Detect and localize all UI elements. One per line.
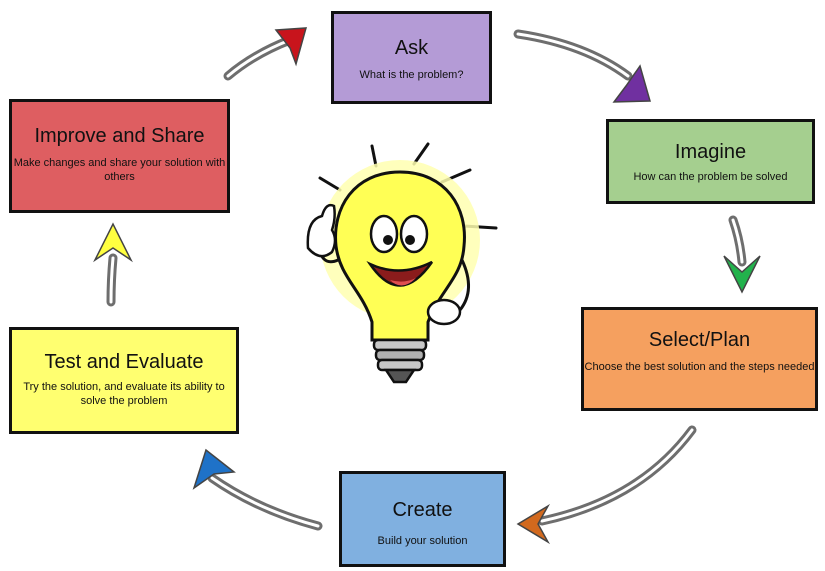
lightbulb-mascot-icon <box>306 142 498 384</box>
step-improve-share-description: Make changes and share your solution wit… <box>13 157 226 183</box>
arrow-head-create-to-test <box>192 448 236 490</box>
step-test-evaluate: Test and Evaluate Try the solution, and … <box>9 327 239 434</box>
arrow-shaft-highlight-imagine-to-select <box>731 218 744 264</box>
step-test-evaluate-description: Try the solution, and evaluate its abili… <box>23 381 225 407</box>
arrow-shaft-highlight-test-to-improve <box>109 256 115 304</box>
step-improve-share: Improve and Share Make changes and share… <box>9 99 230 213</box>
arrow-shaft-highlight-ask-to-imagine <box>516 32 630 78</box>
step-ask-description: What is the problem? <box>359 69 464 81</box>
arrow-shaft-create-to-test <box>207 473 323 531</box>
step-imagine-description: How can the problem be solved <box>633 171 788 183</box>
arrow-head-select-to-create <box>516 503 551 545</box>
step-create-title: Create <box>392 499 453 521</box>
arrow-shaft-highlight-select-to-create <box>540 428 694 523</box>
step-improve-share-title: Improve and Share <box>34 125 205 147</box>
step-test-evaluate-title: Test and Evaluate <box>44 351 204 373</box>
arrow-shaft-select-to-create <box>537 425 697 526</box>
arrow-head-ask-to-imagine <box>612 64 651 103</box>
arrow-head-test-to-improve <box>93 222 133 263</box>
step-imagine-title: Imagine <box>674 141 747 163</box>
arrow-head-improve-to-ask <box>274 27 308 67</box>
step-imagine: Imagine How can the problem be solved <box>606 119 815 204</box>
arrow-shaft-ask-to-imagine <box>513 29 633 81</box>
arrow-shaft-highlight-create-to-test <box>210 476 320 528</box>
arrow-head-imagine-to-select <box>723 255 761 294</box>
arrow-shaft-highlight-improve-to-ask <box>226 38 292 78</box>
step-create-description: Build your solution <box>377 535 468 547</box>
step-select-plan-description: Choose the best solution and the steps n… <box>584 361 815 373</box>
step-select-plan: Select/Plan Choose the best solution and… <box>581 307 818 411</box>
step-ask-title: Ask <box>394 37 429 59</box>
step-create: Create Build your solution <box>339 471 506 567</box>
step-select-plan-title: Select/Plan <box>648 329 751 351</box>
step-ask: Ask What is the problem? <box>331 11 492 104</box>
